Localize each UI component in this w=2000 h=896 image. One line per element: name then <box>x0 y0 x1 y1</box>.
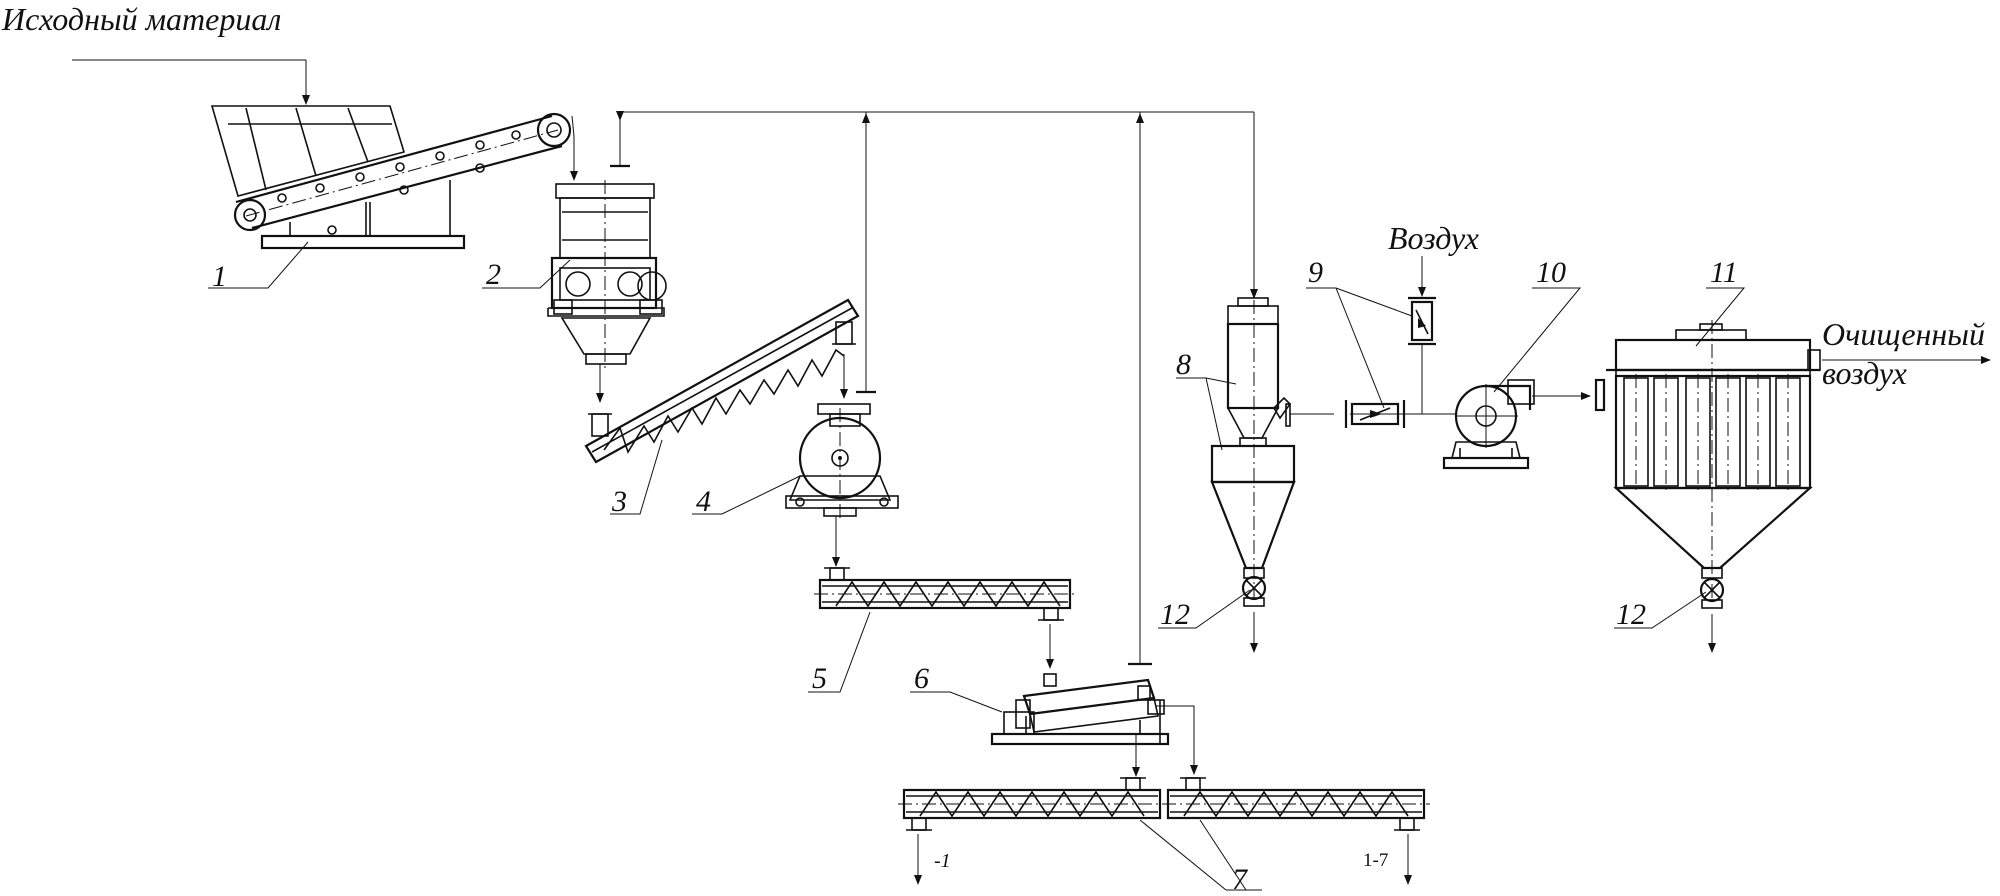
filter-bags <box>1623 374 1801 490</box>
label-air: Воздух <box>1388 220 1479 256</box>
screw-conveyor-5 <box>814 567 1078 621</box>
screw-conveyor-7-right <box>1162 777 1430 831</box>
idler-rollers <box>277 130 521 235</box>
position-12-cyclone: 12 <box>1160 598 1190 631</box>
position-numbers: 1 2 3 4 5 6 7 8 9 10 11 12 12 <box>212 256 1738 896</box>
position-11: 11 <box>1710 256 1738 289</box>
position-12-filter: 12 <box>1616 598 1646 631</box>
position-2: 2 <box>486 258 501 291</box>
position-4: 4 <box>696 485 711 518</box>
position-7: 7 <box>1232 863 1249 896</box>
position-5: 5 <box>812 662 827 695</box>
screw-conveyor-3 <box>584 298 860 464</box>
valve-9-upper <box>1408 296 1436 346</box>
label-cleaned-air-2: воздух <box>1822 355 1907 391</box>
leader-lines <box>208 241 1746 891</box>
label-output-left: -1 <box>934 850 951 872</box>
flow-lines <box>72 59 1991 885</box>
belt-conveyor-1 <box>210 105 572 250</box>
screw-flights-3 <box>603 348 845 454</box>
cyclone-8 <box>1210 297 1296 607</box>
position-10: 10 <box>1536 256 1566 289</box>
label-cleaned-air-1: Очищенный <box>1822 316 1985 352</box>
position-6: 6 <box>914 662 929 695</box>
position-8: 8 <box>1176 348 1191 381</box>
bag-filter-11 <box>1594 320 1821 609</box>
position-1: 1 <box>212 260 227 293</box>
vibrating-screen-6 <box>990 673 1170 746</box>
fan-10 <box>1442 379 1535 470</box>
crusher-2 <box>547 180 667 370</box>
valve-9-lower <box>1344 400 1406 428</box>
mill-4 <box>785 403 899 518</box>
label-output-right: 1-7 <box>1363 850 1388 871</box>
screw-conveyor-7-left <box>898 777 1166 831</box>
position-9: 9 <box>1308 256 1323 289</box>
position-3: 3 <box>611 485 627 518</box>
label-source-material: Исходный материал <box>1 1 281 37</box>
